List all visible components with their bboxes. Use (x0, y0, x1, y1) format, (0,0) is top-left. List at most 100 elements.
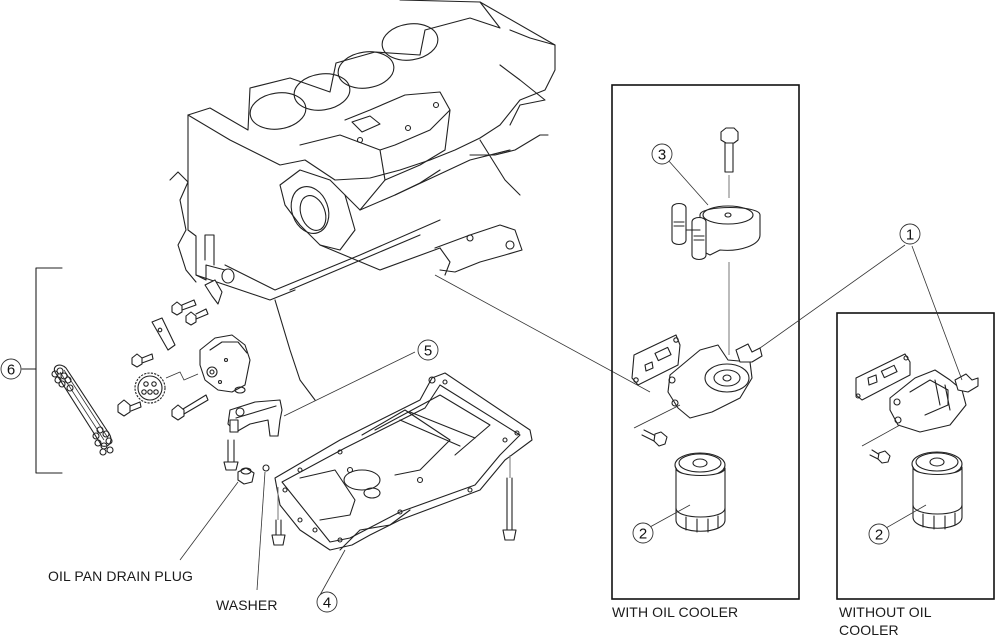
line-art-stroke (274, 372, 533, 551)
line-art-stroke (58, 380, 66, 388)
oil-pan (274, 372, 533, 551)
line-art-stroke (343, 469, 381, 491)
line-art-stroke (337, 537, 343, 543)
line-art-stroke (312, 527, 318, 533)
oil-filter (674, 452, 726, 533)
without-oil-cooler-caption-line2: COOLER (839, 622, 899, 638)
line-art-stroke (409, 411, 476, 439)
with-oil-cooler-caption: WITH OIL COOLER (612, 604, 739, 620)
line-art-stroke (502, 437, 508, 443)
line-art-stroke (337, 449, 343, 455)
line-art-stroke (282, 487, 288, 493)
line-art-stroke (344, 91, 451, 151)
line-art-stroke (271, 534, 286, 546)
oil-filter-body (855, 353, 979, 447)
callout-number: 1 (906, 227, 914, 244)
line-art-stroke (337, 51, 395, 89)
line-art-stroke (94, 439, 102, 447)
line-art-stroke (51, 367, 114, 456)
leader-line (434, 274, 651, 393)
line-art-stroke (394, 149, 511, 196)
line-art-stroke (894, 416, 902, 424)
callout-5: 5 (417, 339, 439, 361)
line-art-stroke (223, 461, 239, 471)
line-art-stroke (934, 379, 951, 411)
line-art-stroke (479, 1, 556, 46)
line-art-stroke (363, 487, 381, 499)
line-art-stroke (209, 341, 248, 354)
with-oil-cooler-panel (611, 84, 800, 600)
tensioner-spring (221, 268, 235, 284)
line-art-stroke (514, 430, 520, 436)
callout-1: 1 (899, 223, 921, 245)
line-art-stroke (290, 186, 330, 234)
line-art-stroke (702, 205, 754, 225)
line-art-stroke (187, 29, 556, 181)
drain-plug-caption: OIL PAN DRAIN PLUG (48, 568, 193, 584)
cylinder-block (169, 0, 556, 401)
line-art-stroke (704, 363, 750, 393)
line-art-stroke (274, 299, 316, 401)
line-art-stroke (99, 448, 107, 456)
line-art-stroke (735, 343, 763, 363)
line-art-stroke (316, 591, 338, 613)
leader-line (759, 244, 906, 349)
line-art-stroke (361, 409, 451, 476)
line-art-stroke (678, 453, 722, 473)
line-art-stroke (185, 311, 197, 326)
line-art-stroke (374, 394, 491, 456)
line-art-stroke (229, 419, 239, 433)
line-art-stroke (237, 467, 255, 485)
line-art-stroke (428, 376, 436, 384)
callout-number: 2 (639, 526, 647, 543)
line-art-stroke (499, 64, 546, 126)
line-art-stroke (297, 517, 303, 523)
line-art-stroke (102, 430, 110, 438)
line-art-stroke (893, 398, 901, 406)
line-art-stroke (673, 221, 705, 241)
line-art-stroke (506, 477, 513, 531)
line-art-stroke (299, 469, 356, 521)
timing-chain (51, 364, 114, 456)
washer (262, 464, 270, 472)
line-art-stroke (141, 389, 147, 395)
line-art-stroke (143, 381, 149, 387)
line-art-stroke (134, 372, 166, 404)
line-art-stroke (182, 394, 209, 415)
line-art-stroke (442, 379, 448, 385)
without-oil-cooler-panel (836, 312, 995, 600)
line-art-stroke (671, 202, 687, 246)
line-art-stroke (912, 504, 963, 515)
line-art-stroke (861, 424, 901, 447)
line-art-stroke (223, 357, 229, 363)
line-art-stroke (654, 346, 672, 362)
line-art-stroke (60, 372, 68, 380)
oil-cooler (671, 202, 761, 355)
line-art-stroke (157, 327, 163, 333)
line-art-stroke (275, 519, 282, 536)
line-art-stroke (505, 240, 515, 250)
line-art-stroke (692, 458, 708, 468)
callout-2-without-cooler: 2 (868, 523, 890, 545)
line-art-stroke (51, 370, 59, 378)
line-art-stroke (151, 381, 157, 387)
line-art-stroke (293, 73, 351, 111)
bolt (502, 455, 517, 541)
line-art-stroke (153, 389, 159, 395)
line-art-stroke (653, 431, 668, 447)
line-art-stroke (381, 23, 439, 61)
leader-line (283, 351, 416, 417)
line-art-stroke (467, 487, 473, 493)
callout-3: 3 (651, 143, 673, 165)
oil-strainer (227, 399, 283, 437)
line-art-stroke (137, 375, 163, 401)
line-art-stroke (668, 376, 676, 384)
leader-line (256, 471, 266, 591)
line-art-stroke (240, 467, 252, 475)
line-art-stroke (199, 334, 251, 393)
line-art-stroke (651, 143, 673, 165)
line-art-stroke (671, 399, 679, 407)
line-art-stroke (502, 529, 517, 541)
line-art-stroke (53, 364, 112, 447)
callout-2: 2 (632, 522, 654, 544)
